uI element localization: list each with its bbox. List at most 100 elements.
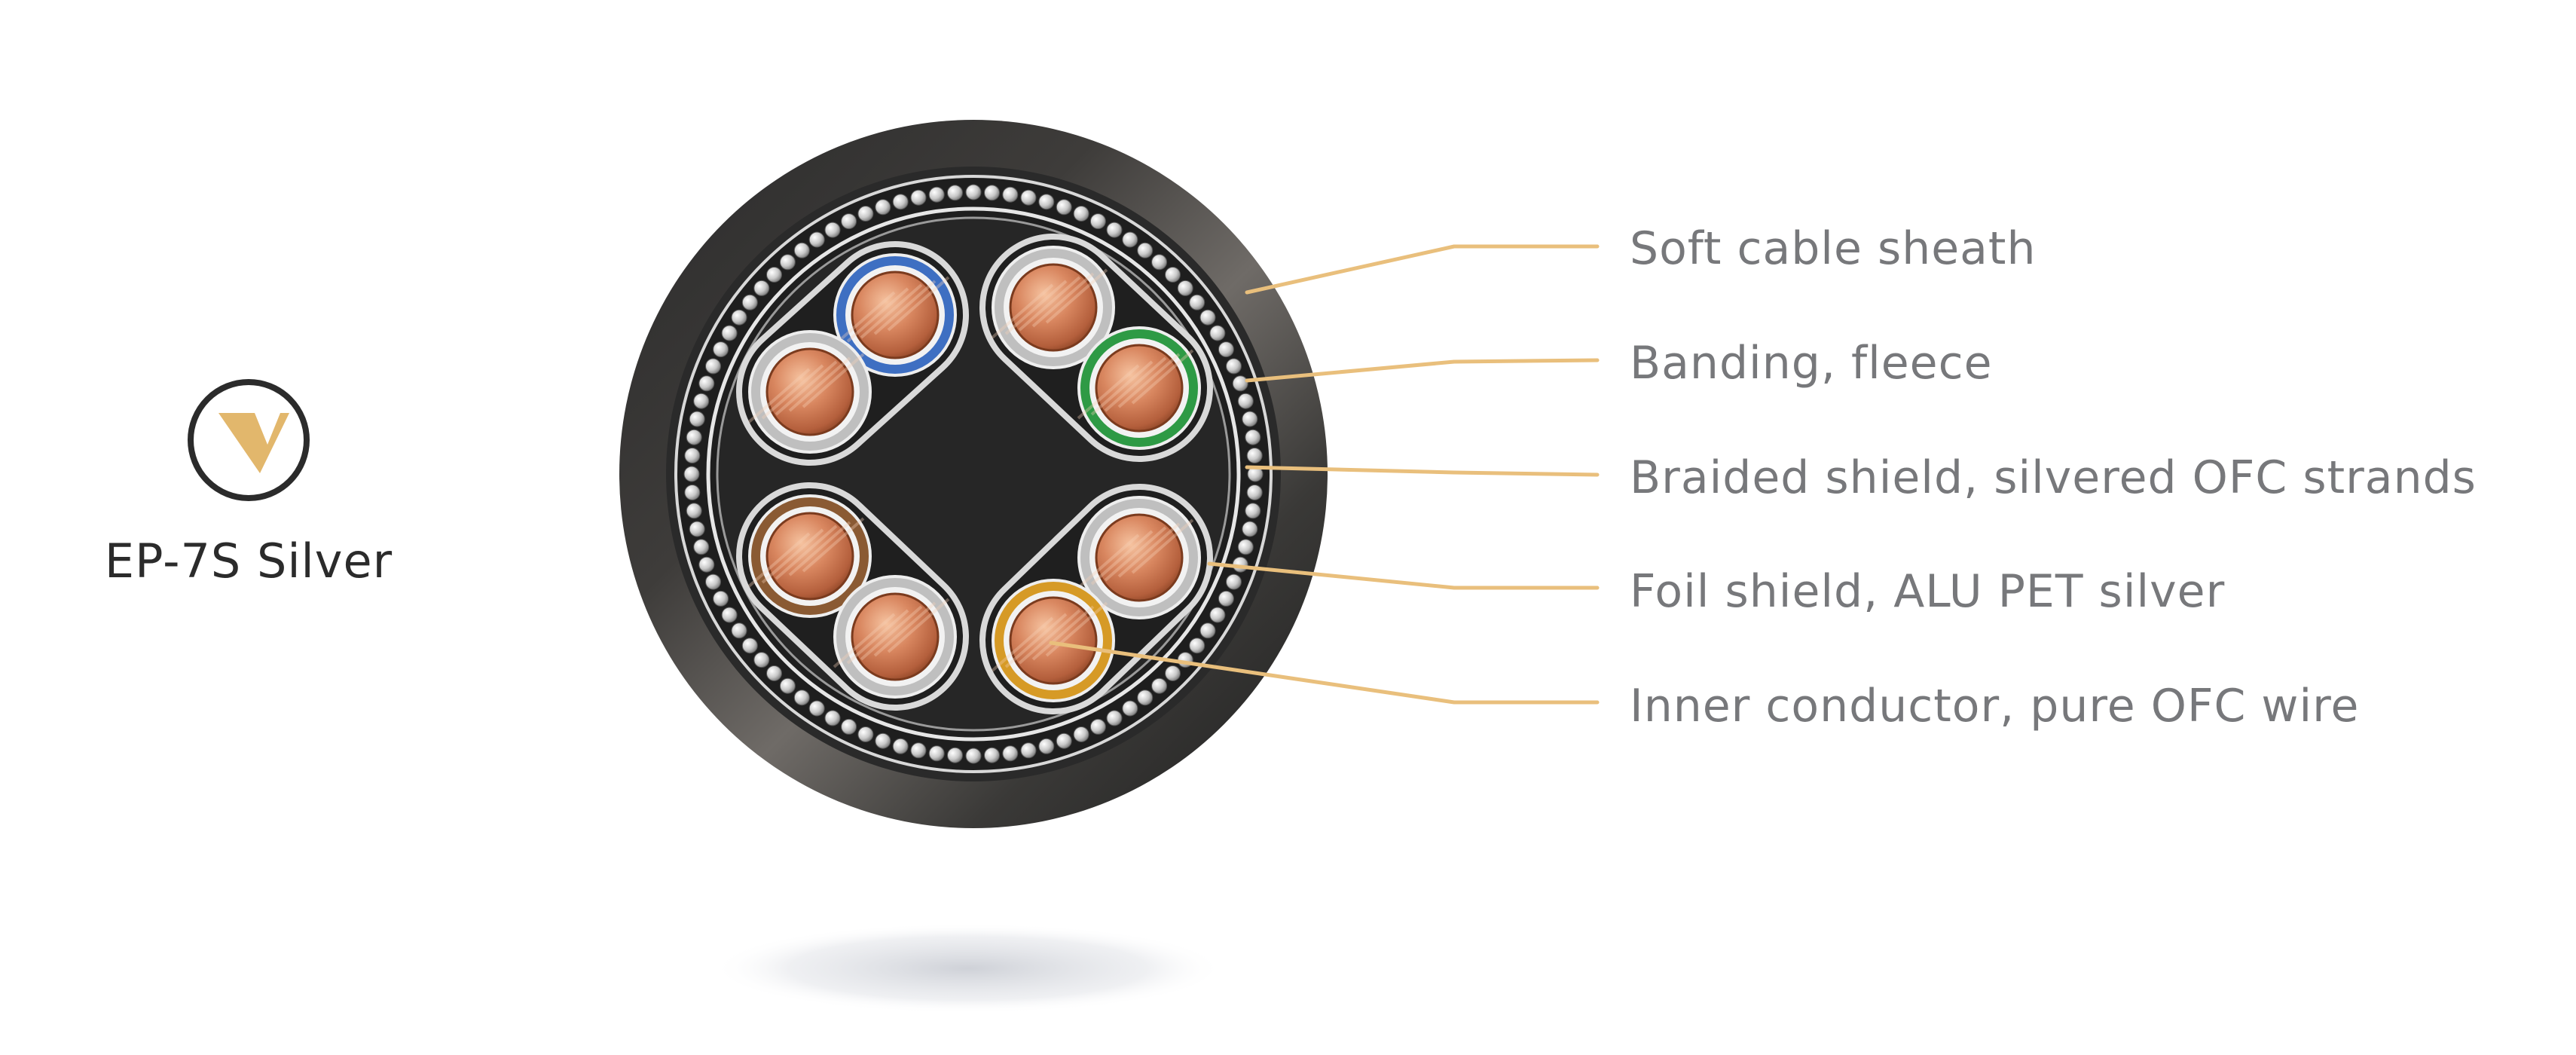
braid-strand — [1226, 573, 1242, 590]
label-foil: Foil shield, ALU PET silver — [1630, 565, 2225, 618]
product-name: EP-7S Silver — [105, 534, 393, 589]
braid-strand — [928, 745, 945, 762]
braid-strand — [684, 485, 701, 500]
copper-strand — [873, 601, 937, 657]
braid-strand — [1106, 710, 1123, 726]
braid-strand — [984, 185, 1000, 201]
copper-conductor — [851, 592, 940, 681]
braid-strand — [875, 199, 891, 216]
braid-strand — [1106, 222, 1123, 238]
braid-strand — [684, 448, 701, 463]
braid-strand — [766, 665, 782, 681]
braid-strand — [698, 375, 715, 392]
braid-strand — [689, 411, 705, 427]
braid-strand — [1242, 411, 1258, 427]
brand-logo — [188, 379, 310, 501]
braid-strand — [1218, 341, 1234, 358]
copper-strand — [775, 524, 838, 580]
copper-strand — [1077, 534, 1140, 589]
copper-strand — [802, 353, 865, 408]
braid-strand — [1002, 745, 1019, 762]
copper-strand — [1077, 364, 1140, 420]
braid-strand — [824, 222, 841, 238]
copper-conductor — [765, 347, 854, 436]
braid-strand — [1199, 622, 1216, 639]
braid-strand — [689, 521, 705, 537]
label-braid: Braided shield, silvered OFC strands — [1630, 451, 2477, 504]
braid-strand — [1151, 254, 1168, 271]
leader-banding — [1245, 358, 1600, 383]
foil-ring-inner — [716, 216, 1231, 732]
copper-strand — [1117, 353, 1181, 408]
braid-strand — [686, 503, 702, 519]
braid-strand — [984, 747, 1000, 763]
copper-conductor — [1009, 596, 1098, 685]
braid-strand — [1218, 590, 1234, 607]
copper-strand — [788, 356, 851, 412]
copper-strand — [1045, 268, 1108, 324]
braid-strand — [779, 677, 796, 694]
braid-strand — [1189, 638, 1205, 654]
label-conductor: Inner conductor, pure OFC wire — [1630, 680, 2359, 732]
braid-strand — [705, 358, 721, 375]
copper-strand — [788, 521, 851, 576]
braid-strand — [947, 747, 963, 763]
braid-strand — [824, 710, 841, 726]
braid-strand — [1073, 206, 1089, 222]
copper-strand — [1090, 530, 1154, 586]
braid-strand — [928, 186, 945, 203]
braid-strand — [753, 280, 770, 296]
copper-strand — [833, 613, 896, 668]
braid-strand — [947, 185, 963, 201]
braid-strand — [686, 429, 702, 445]
braid-strand — [1089, 718, 1106, 735]
braid-strand — [1199, 309, 1216, 326]
braid-strand — [779, 254, 796, 271]
copper-strand — [1018, 276, 1081, 332]
braid-strand — [731, 309, 747, 326]
copper-strand — [833, 291, 896, 347]
copper-strand — [1004, 613, 1068, 668]
pair-bottom-left — [736, 482, 969, 711]
leader-conductor — [1049, 641, 1600, 705]
braid-strand — [741, 638, 758, 654]
copper-strand — [747, 368, 811, 424]
copper-strand — [761, 364, 824, 420]
label-sheath: Soft cable sheath — [1630, 222, 2036, 275]
copper-strand — [1104, 356, 1167, 412]
braid-strand — [841, 718, 857, 735]
copper-strand — [991, 283, 1054, 339]
copper-strand — [1031, 272, 1095, 328]
braid-strand — [713, 590, 729, 607]
copper-conductor — [1095, 344, 1184, 433]
braid-strand — [1165, 267, 1181, 283]
braid-strand — [1122, 231, 1138, 248]
braid-strand — [721, 607, 738, 623]
braid-strand — [1151, 677, 1168, 694]
braid-strand — [965, 748, 982, 764]
braid-strand — [705, 573, 721, 590]
foil-ring-outer — [706, 206, 1241, 742]
copper-conductor — [851, 271, 940, 359]
braid-strand — [1237, 539, 1254, 555]
copper-strand — [991, 616, 1054, 672]
braid-strand — [892, 194, 909, 210]
braid-strand — [1020, 742, 1037, 759]
copper-strand — [747, 532, 811, 588]
braid-strand — [693, 393, 710, 409]
copper-strand — [775, 360, 838, 416]
braid-strand — [1038, 194, 1055, 210]
twisted-pairs — [736, 234, 1213, 714]
braid-strand — [1056, 732, 1072, 749]
braid-strand — [766, 267, 782, 283]
braid-strand — [1165, 665, 1181, 681]
pair-bottom-right — [979, 484, 1213, 714]
braid-strand — [793, 242, 810, 258]
braid-strand — [1209, 325, 1226, 341]
copper-strand — [1117, 522, 1181, 578]
copper-strand — [1031, 605, 1095, 661]
braid-strand — [1226, 358, 1242, 375]
braid-strand — [753, 652, 770, 668]
copper-strand — [887, 276, 950, 332]
